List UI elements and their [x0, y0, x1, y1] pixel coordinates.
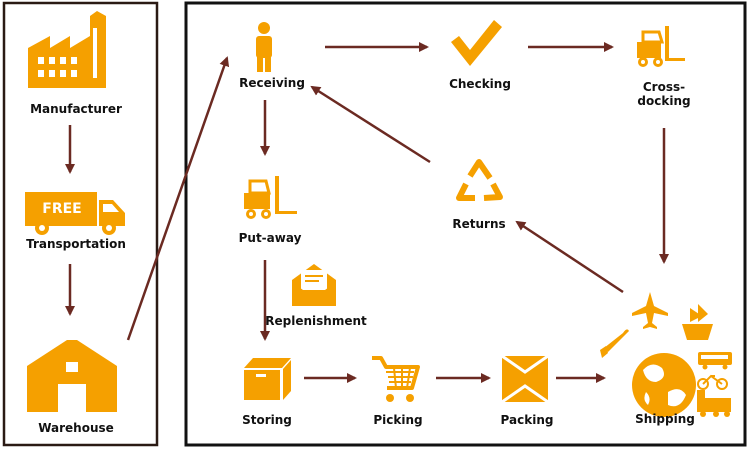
warehouse-label: Warehouse	[38, 421, 114, 435]
warehouse-icon	[27, 340, 117, 412]
person-icon	[256, 22, 272, 72]
transportation-label: Transportation	[26, 237, 126, 251]
left-panel-frame	[2, 1, 159, 447]
main-panel-frame	[184, 1, 747, 447]
free-badge-text: FREE	[42, 201, 81, 217]
globe-transport-icon	[600, 292, 732, 417]
checkmark-icon	[451, 20, 502, 66]
envelope-icon	[292, 264, 336, 306]
recycle-icon	[456, 159, 503, 201]
shipping-label: Shipping	[635, 412, 695, 426]
checking-label: Checking	[449, 77, 511, 91]
factory-icon	[28, 11, 106, 88]
receiving-label: Receiving	[239, 76, 305, 90]
package-icon	[501, 354, 549, 404]
arrow-shipping-returns	[515, 220, 624, 294]
cart-icon	[372, 356, 420, 402]
replenishment-label: Replenishment	[265, 314, 367, 328]
manufacturer-label: Manufacturer	[30, 102, 122, 116]
returns-label: Returns	[452, 217, 506, 231]
arrow-returns-receiving	[310, 85, 431, 164]
forklift-icon	[637, 26, 685, 67]
arrow-warehouse-receiving	[126, 56, 230, 341]
put-away-label: Put-away	[238, 231, 302, 245]
box-icon	[244, 358, 291, 400]
packing-label: Packing	[500, 413, 554, 427]
cross-docking-label: Cross- docking	[637, 80, 691, 108]
storing-label: Storing	[242, 413, 292, 427]
forklift-icon-putaway	[244, 176, 297, 219]
truck-icon	[25, 192, 125, 235]
picking-label: Picking	[373, 413, 423, 427]
